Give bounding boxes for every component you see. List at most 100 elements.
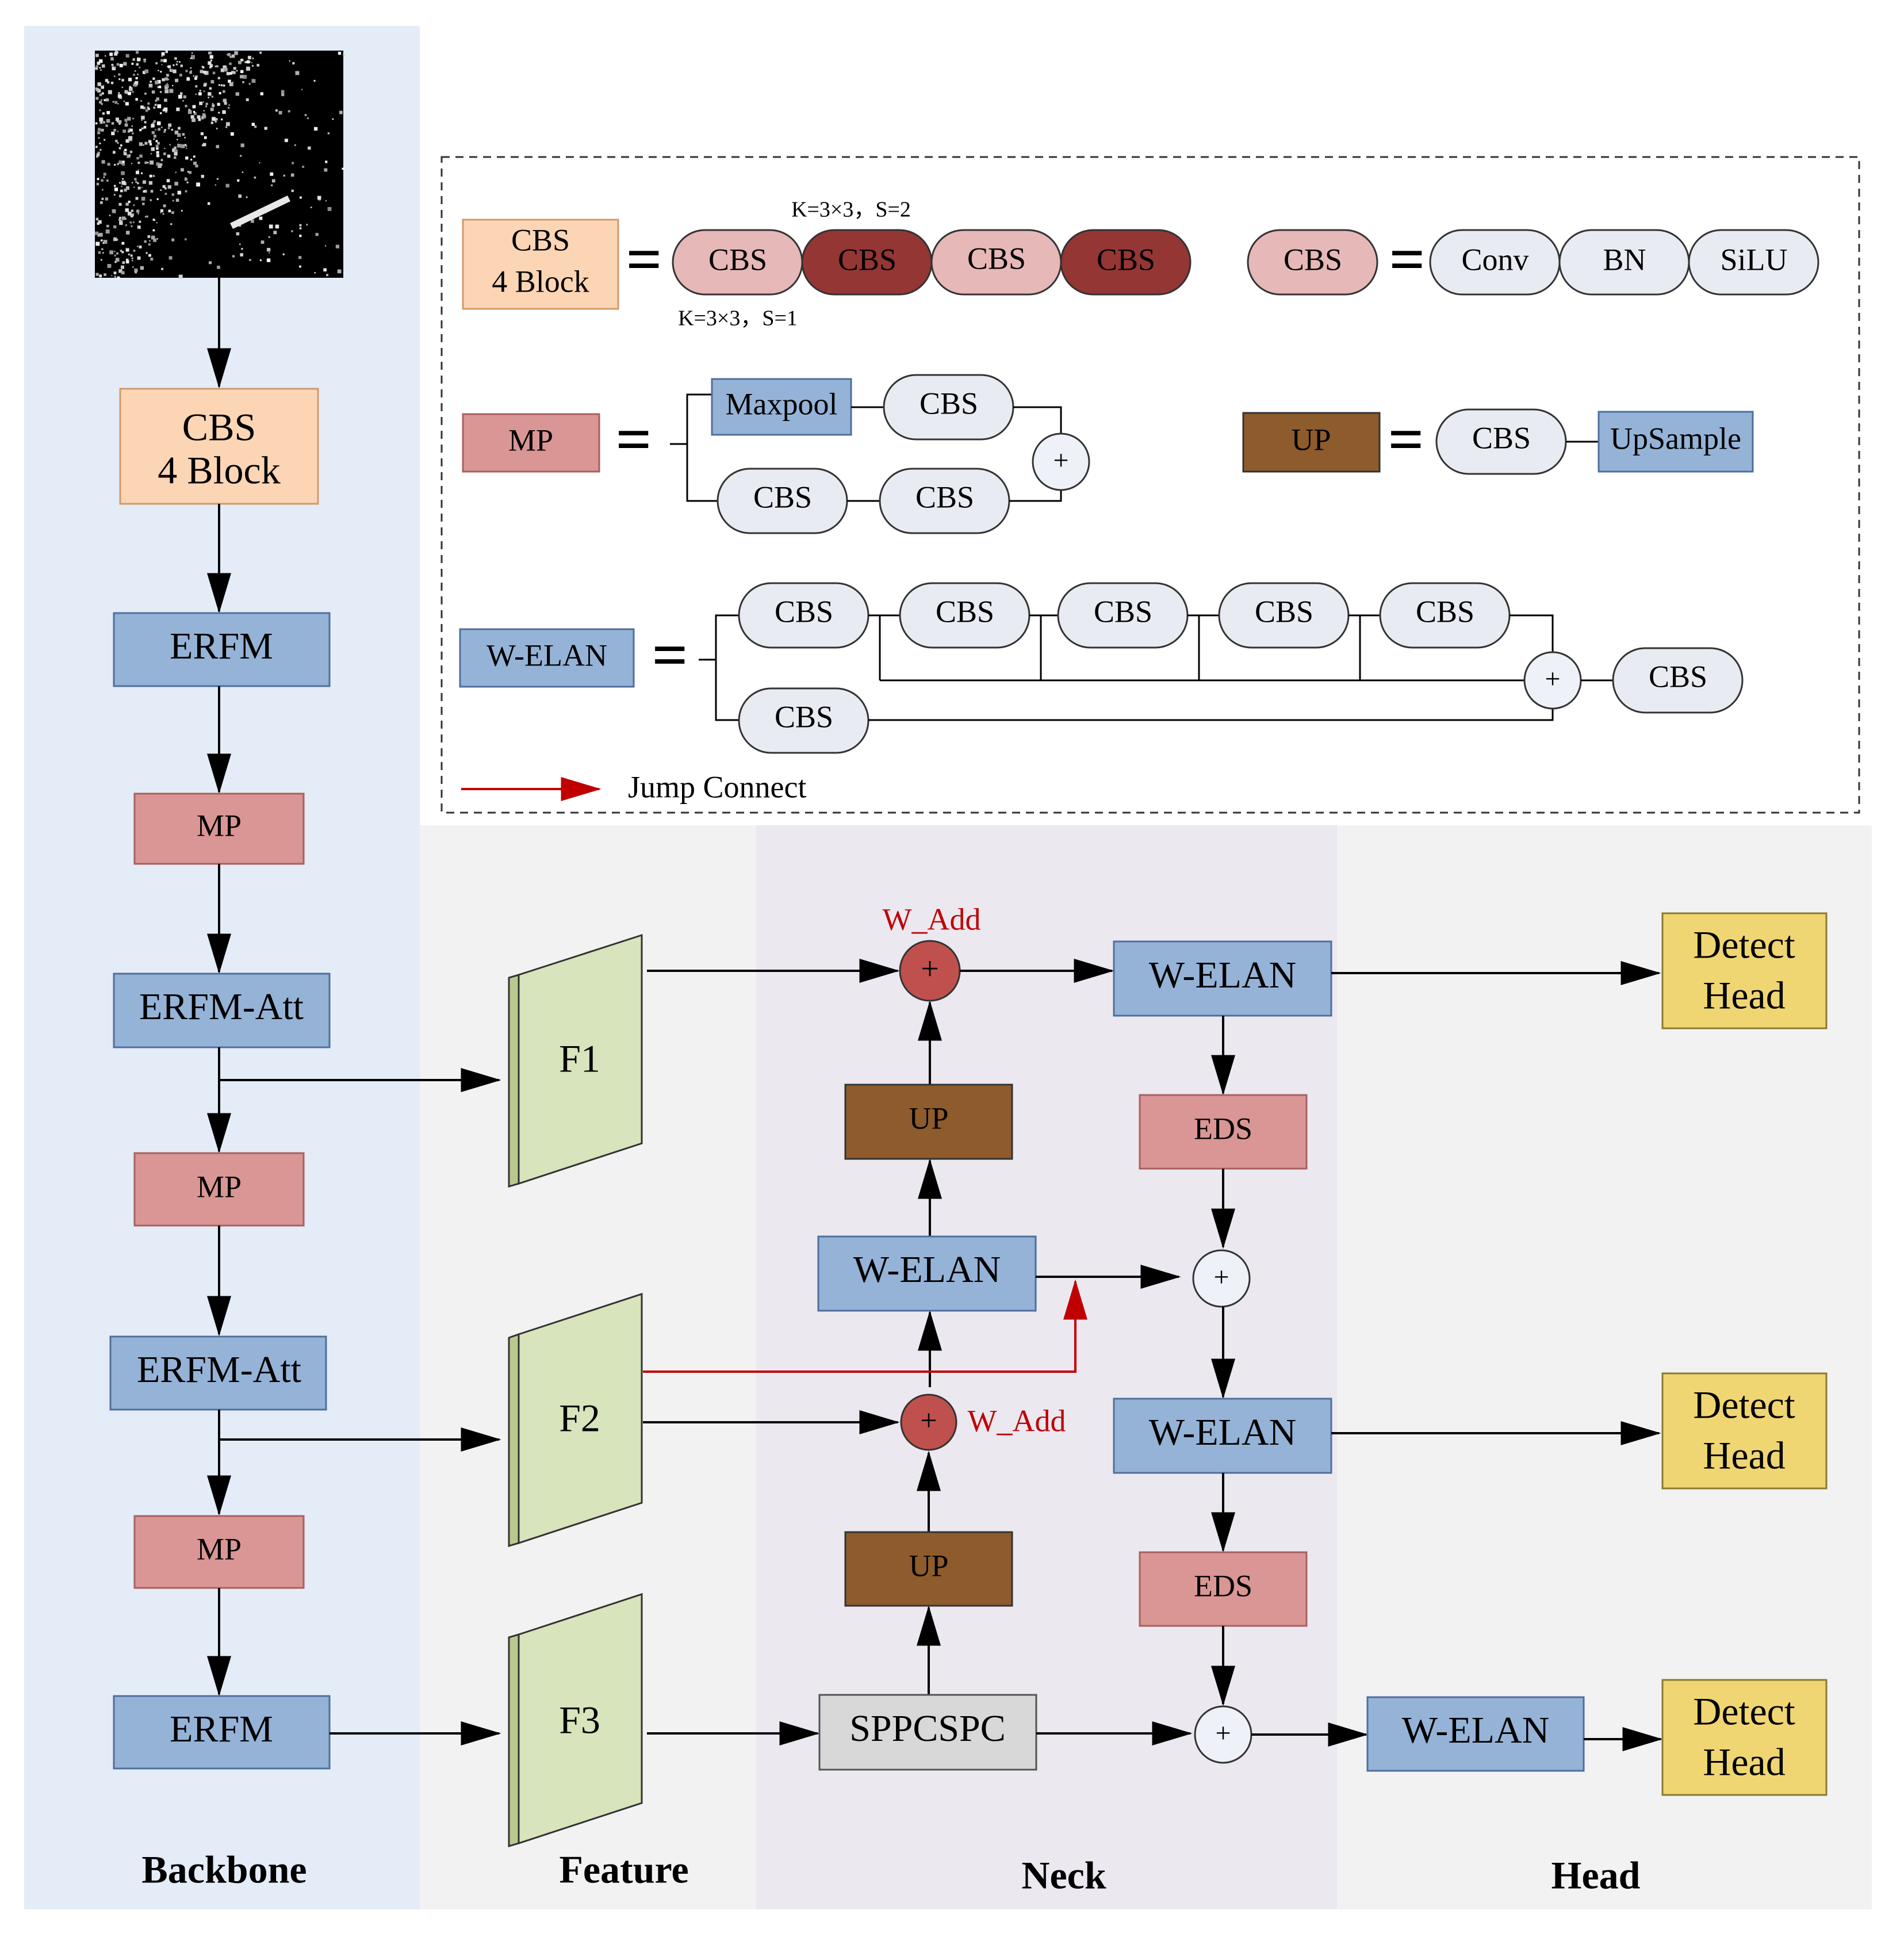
- legend-k-top: K=3×3，S=2: [791, 198, 911, 222]
- erfm-label-bottom: ERFM: [170, 1708, 273, 1750]
- w-add-plus-top: +: [921, 951, 939, 987]
- erfm-label-top: ERFM: [170, 625, 273, 667]
- input-image: [95, 51, 345, 280]
- legend-maxpool-block: [711, 378, 852, 436]
- legend-equals-2: =: [1389, 224, 1426, 294]
- detect-head-1-line2: Head: [1703, 974, 1785, 1017]
- legend-pill-silu: [1688, 229, 1819, 296]
- feature-map-f1: F1: [508, 933, 643, 1188]
- legend-panel: CBS 4 Block = K=3×3，S=2 CBS CBS CBS CBS …: [440, 156, 1860, 814]
- legend-equals-5: =: [652, 619, 688, 690]
- detect-head-3-line1: Detect: [1693, 1690, 1795, 1733]
- add-plus-mid: +: [1213, 1262, 1229, 1292]
- detect-head-1-line1: Detect: [1693, 923, 1795, 967]
- legend-equals-1: =: [626, 224, 662, 294]
- legend-up-block: [1242, 412, 1381, 473]
- w-elan-block-neck: [817, 1235, 1037, 1312]
- detect-head-2-line1: Detect: [1693, 1383, 1795, 1427]
- detect-head-2: Detect Head: [1661, 1372, 1828, 1490]
- legend-pill-cbs-2-label: CBS: [838, 242, 897, 277]
- w-elan-label-mid-right: W-ELAN: [1149, 1411, 1297, 1453]
- mp-block-2: [133, 1152, 305, 1227]
- eds-label-top: EDS: [1194, 1111, 1252, 1146]
- mp-label-3: MP: [197, 1532, 242, 1566]
- erfm-att-block-2: [109, 1335, 327, 1411]
- legend-welan-pill-out-label: CBS: [1649, 659, 1707, 694]
- legend-welan-pill-3-label: CBS: [1094, 594, 1152, 629]
- legend-pill-cbs-3-label: CBS: [967, 241, 1026, 275]
- legend-mp-pill-cbs-1-label: CBS: [920, 386, 978, 420]
- feature-map-f3: F3: [508, 1593, 643, 1848]
- f1-label: F1: [559, 1037, 600, 1081]
- legend-mp-add-node: [1032, 432, 1090, 491]
- section-label-backbone: Backbone: [141, 1848, 307, 1892]
- mp-block-1: [133, 793, 305, 865]
- section-label-neck: Neck: [1021, 1854, 1106, 1897]
- section-label-head: Head: [1551, 1854, 1641, 1897]
- legend-up-label: UP: [1291, 422, 1331, 457]
- sppcspc-block: [818, 1694, 1037, 1771]
- w-add-plus-mid: +: [920, 1404, 937, 1437]
- sppcspc-label: SPPCSPC: [849, 1708, 1006, 1750]
- legend-pill-cbs-def: [1247, 229, 1378, 296]
- w-add-label-mid: W_Add: [968, 1403, 1066, 1438]
- detect-head-3: Detect Head: [1661, 1679, 1828, 1796]
- legend-k-bottom: K=3×3，S=1: [678, 307, 798, 331]
- eds-block-bottom: [1139, 1551, 1308, 1627]
- w-elan-block-head: [1366, 1696, 1585, 1772]
- add-plus-bottom: +: [1215, 1718, 1231, 1748]
- eds-block-top: [1139, 1094, 1308, 1170]
- legend-cbs4-line1: CBS: [511, 223, 570, 257]
- legend-welan-block: [459, 628, 635, 688]
- neck-graph: + W_Add UP W-ELAN + W_Add UP SPPCSPC: [643, 902, 1332, 1771]
- legend-maxpool-label: Maxpool: [726, 386, 838, 421]
- backbone-section: [24, 26, 420, 1909]
- w-elan-block-mid-right: [1113, 1398, 1332, 1474]
- legend-mp-block: [462, 413, 600, 473]
- add-node-mid: [1192, 1249, 1251, 1308]
- w-add-label-top: W_Add: [883, 902, 981, 936]
- up-label-top: UP: [909, 1101, 948, 1135]
- speckle-noise: [95, 51, 345, 280]
- erfm-att-label-2: ERFM-Att: [137, 1349, 301, 1391]
- w-elan-label-neck: W-ELAN: [853, 1249, 1001, 1291]
- erfm-att-label-1: ERFM-Att: [139, 986, 304, 1028]
- erfm-block-bottom: [113, 1695, 331, 1770]
- w-add-node-mid: [900, 1394, 957, 1451]
- legend-welan-add-plus: +: [1545, 664, 1560, 694]
- w-elan-label-head: W-ELAN: [1402, 1709, 1550, 1751]
- legend-welan-pill-out: [1612, 647, 1744, 714]
- f3-label: F3: [559, 1698, 600, 1742]
- w-elan-label-top: W-ELAN: [1149, 954, 1297, 996]
- legend-pill-cbs-1-label: CBS: [708, 242, 767, 277]
- jump-connect-line: [643, 1279, 1087, 1373]
- legend-pill-conv-label: Conv: [1461, 242, 1528, 277]
- legend-welan-pill-5-label: CBS: [1416, 594, 1474, 629]
- legend-cbs4-line2: 4 Block: [492, 264, 589, 298]
- up-label-bottom: UP: [909, 1548, 948, 1583]
- cbs-4-block: [119, 388, 319, 505]
- legend-equals-4: =: [1388, 404, 1424, 474]
- erfm-att-block-1: [113, 973, 331, 1048]
- eds-label-bottom: EDS: [1194, 1568, 1252, 1603]
- legend-welan-pill-bottom-label: CBS: [775, 699, 833, 734]
- legend-pill-silu-label: SiLU: [1720, 242, 1787, 277]
- legend-mp-add-plus: +: [1053, 445, 1068, 476]
- legend-pill-bn-label: BN: [1603, 242, 1646, 277]
- mp-block-3: [133, 1515, 305, 1589]
- legend-mp-pill-cbs-2-label: CBS: [753, 480, 812, 514]
- section-label-feature: Feature: [559, 1848, 688, 1892]
- up-block-bottom: [844, 1531, 1013, 1607]
- detect-head-2-line2: Head: [1703, 1434, 1785, 1477]
- legend-welan-pill-1-label: CBS: [775, 594, 833, 629]
- detect-head-3-line2: Head: [1703, 1740, 1785, 1784]
- legend-up-pill-cbs-label: CBS: [1472, 420, 1531, 455]
- feature-map-f2: F2: [508, 1292, 643, 1548]
- cbs-4-block-line1: CBS: [182, 405, 256, 449]
- legend-mp-pill-cbs-3-label: CBS: [915, 480, 974, 514]
- mp-label-2: MP: [197, 1169, 242, 1204]
- f2-label: F2: [559, 1396, 600, 1440]
- erfm-block-top: [113, 612, 331, 687]
